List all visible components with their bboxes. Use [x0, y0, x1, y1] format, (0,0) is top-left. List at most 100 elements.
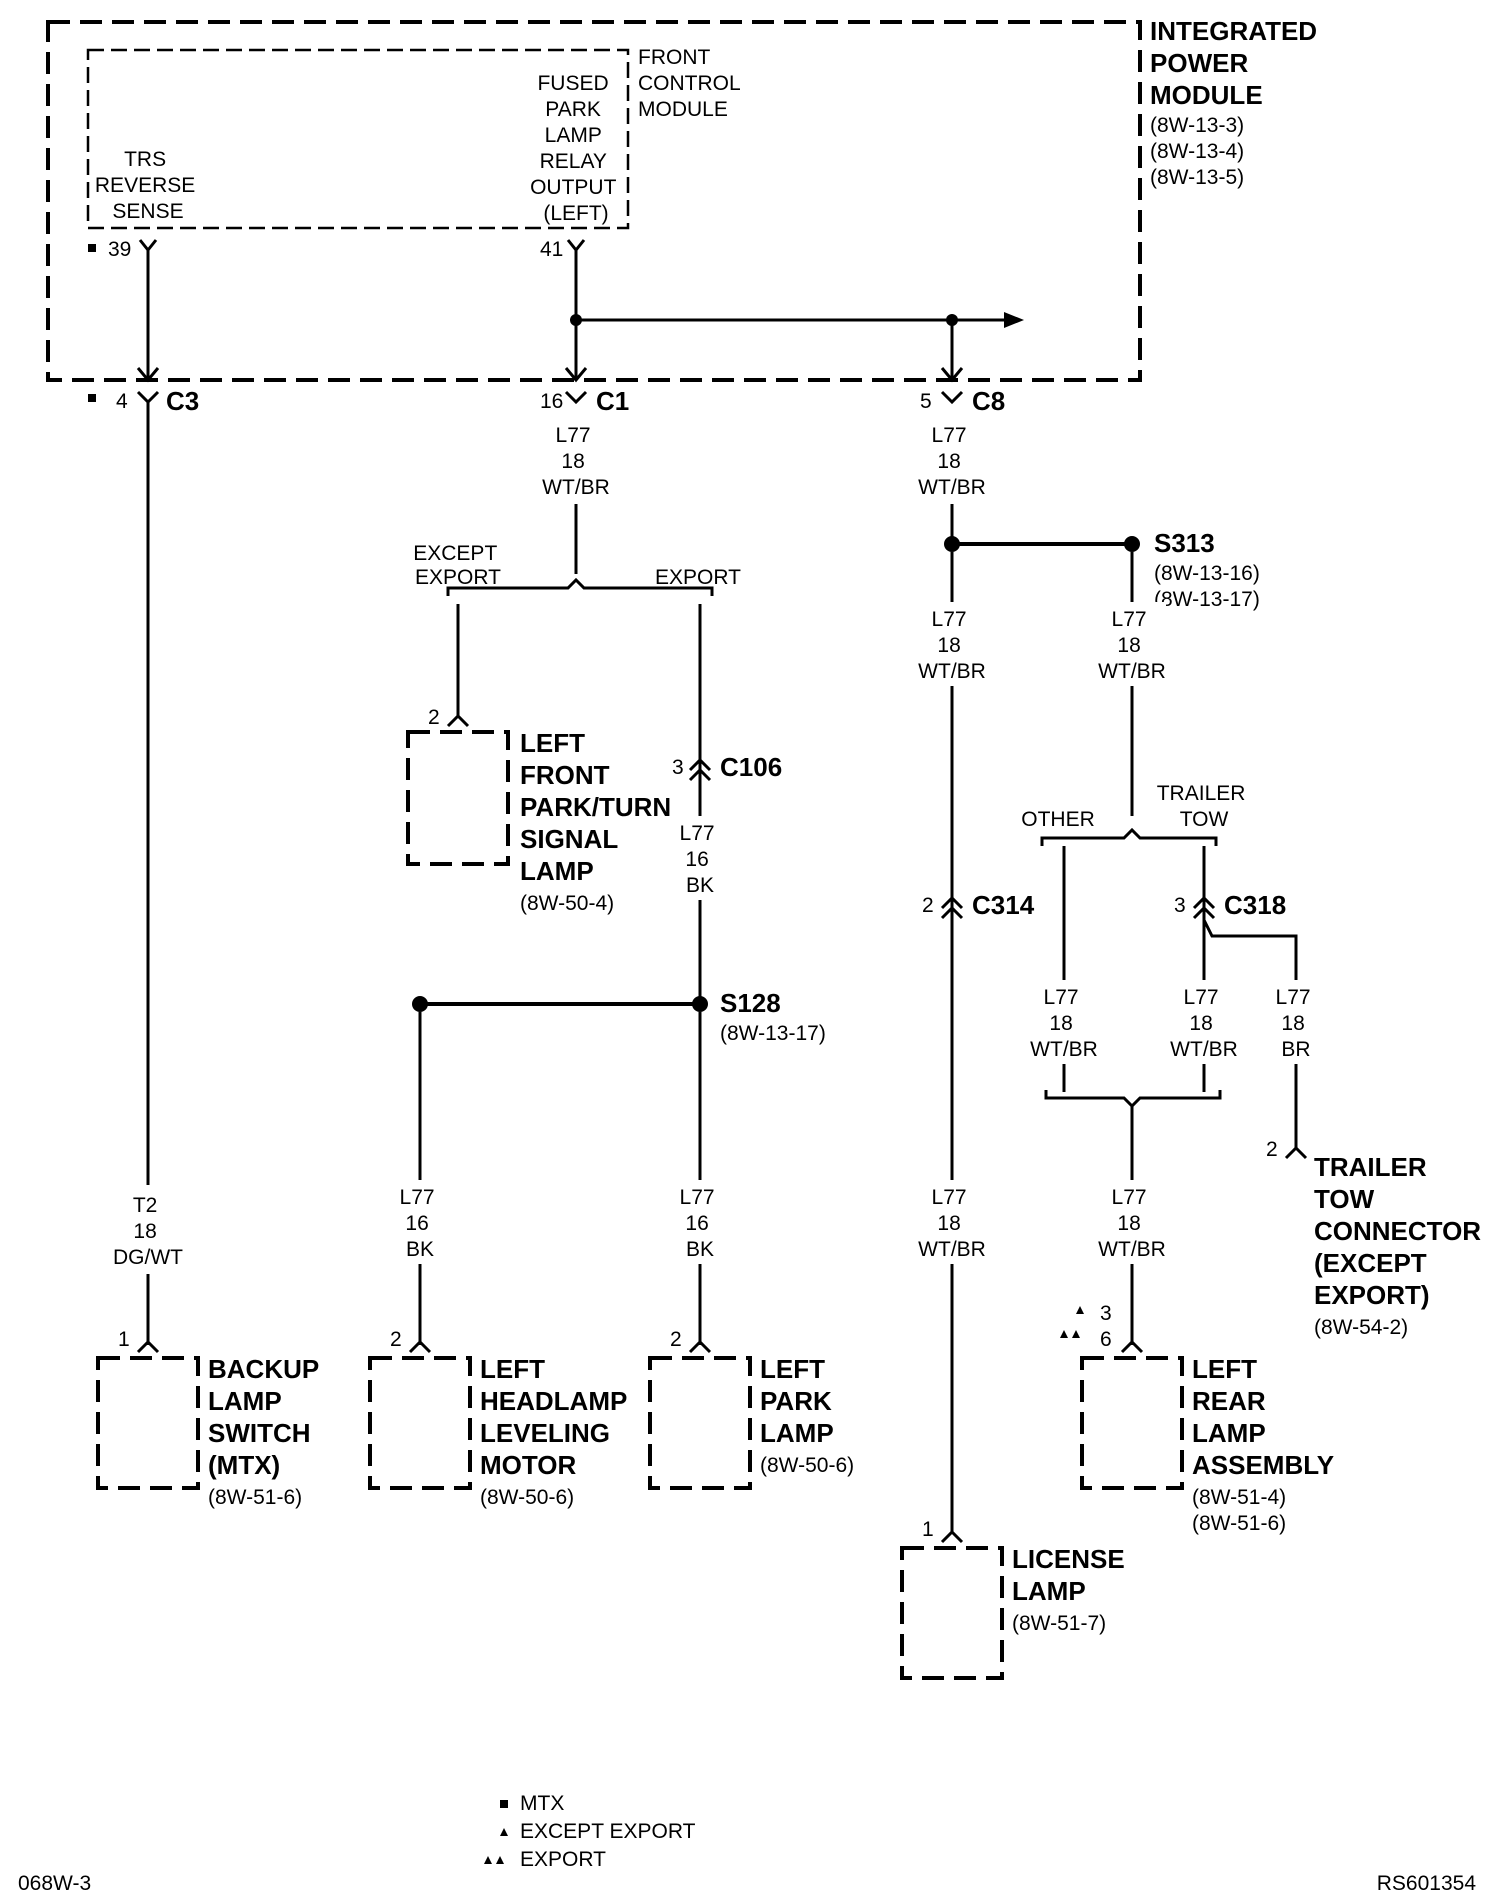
- c1-connector: [564, 390, 588, 405]
- wire-label-br: L77 18 BR: [1276, 986, 1317, 1061]
- mtx-square-marker-c3: [88, 394, 96, 402]
- park-pin: 2: [670, 1328, 682, 1351]
- mtx-square-marker: [88, 244, 96, 252]
- arrow-trs: [136, 367, 160, 383]
- rear-connector: [1120, 1339, 1144, 1354]
- legend-export: EXPORT: [520, 1848, 606, 1871]
- tow-wire-label-bg: [1170, 980, 1238, 1064]
- c106-wire-label-bg: [682, 816, 718, 900]
- trailer-tow-connector-name: TRAILER TOW CONNECTOR (EXCEPT EXPORT): [1314, 1152, 1488, 1310]
- legend-double-triangle-b: [496, 1856, 504, 1864]
- branch-bracket-export: [446, 577, 714, 596]
- license-wire-label-bg: [918, 602, 986, 686]
- triangle-marker-single: [1076, 1306, 1084, 1314]
- br-wire-label-bg: [1270, 980, 1322, 1064]
- wire-label-rear: L77 18 WT/BR: [1098, 1186, 1166, 1261]
- front-park-connector: [446, 713, 470, 728]
- triangle-marker-double-b: [1072, 1330, 1080, 1338]
- c8-label: C8: [972, 386, 1005, 416]
- park-lamp-box: [648, 1356, 752, 1490]
- legend-except-export: EXCEPT EXPORT: [520, 1820, 696, 1843]
- legend-triangle: [500, 1828, 508, 1836]
- footer-left-code: 068W-3: [18, 1872, 91, 1895]
- headlamp-leveling-motor-box: [368, 1356, 472, 1490]
- fcm-title: FRONT CONTROL MODULE: [638, 46, 746, 121]
- wire-label-headlamp: L77 16 BK: [400, 1186, 441, 1261]
- rear-pin-6: 6: [1100, 1328, 1112, 1351]
- integrated-power-module-box: [46, 20, 1142, 382]
- headlamp-wire-label-bg: [396, 1180, 444, 1264]
- wire-label-c1out: L77 18 WT/BR: [542, 424, 610, 499]
- module-title: INTEGRATED POWER MODULE: [1150, 16, 1324, 110]
- s313-refs: (8W-13-16) (8W-13-17): [1154, 562, 1266, 611]
- c106-pin: 3: [672, 756, 684, 779]
- c318-pin: 3: [1174, 894, 1186, 917]
- pin-41: 41: [540, 238, 563, 261]
- license-lamp-box: [900, 1546, 1004, 1680]
- legend-double-triangle-a: [484, 1856, 492, 1864]
- wire-label-park: L77 16 BK: [680, 1186, 721, 1261]
- s313out-wire-label-bg: [1098, 602, 1166, 686]
- park-connector: [688, 1339, 712, 1354]
- t2-wire-label-bg: [110, 1190, 186, 1274]
- s128-ref: (8W-13-17): [720, 1022, 826, 1045]
- c106-label: C106: [720, 752, 782, 782]
- trailer-tow-connector-ref: (8W-54-2): [1314, 1316, 1408, 1339]
- park-wire-label-bg: [676, 1180, 724, 1264]
- wire-label-tow: L77 18 WT/BR: [1170, 986, 1238, 1061]
- pin-39-connector: [138, 239, 158, 253]
- footer-right-code: RS601354: [1377, 1872, 1477, 1895]
- wire-label-license2: L77 18 WT/BR: [918, 1186, 986, 1261]
- module-refs: (8W-13-3) (8W-13-4) (8W-13-5): [1150, 114, 1250, 189]
- rear-lamp-assembly-name: LEFT REAR LAMP ASSEMBLY: [1192, 1354, 1334, 1480]
- license-connector: [940, 1529, 964, 1544]
- front-park-turn-lamp-ref: (8W-50-4): [520, 892, 614, 915]
- branch-bracket-trailer: [1040, 827, 1218, 846]
- bus-arrow: [1004, 312, 1024, 328]
- s128-label: S128: [720, 988, 781, 1018]
- c318-connector: [1192, 895, 1216, 920]
- s313-label: S313: [1154, 528, 1215, 558]
- backup-lamp-switch-ref: (8W-51-6): [208, 1486, 302, 1509]
- c3-pin: 4: [116, 390, 128, 413]
- c314-label: C314: [972, 890, 1035, 920]
- c8-connector: [940, 390, 964, 405]
- wire-label-c8out: L77 18 WT/BR: [918, 424, 986, 499]
- backup-lamp-switch-name: BACKUP LAMP SWITCH (MTX): [208, 1354, 326, 1480]
- other-label: OTHER: [1021, 808, 1095, 831]
- except-export-label: EXCEPT EXPORT: [413, 542, 503, 589]
- c1-label: C1: [596, 386, 629, 416]
- park-lamp-ref: (8W-50-6): [760, 1454, 854, 1477]
- front-park-turn-lamp-name: LEFT FRONT PARK/TURN SIGNAL LAMP: [520, 728, 678, 886]
- backup-lamp-switch-box: [96, 1356, 200, 1490]
- front-control-module-box: [86, 48, 630, 230]
- arrow-c8: [940, 367, 964, 383]
- wire-label-c106out: L77 16 BK: [680, 822, 721, 897]
- headlamp-leveling-motor-name: LEFT HEADLAMP LEVELING MOTOR: [480, 1354, 634, 1480]
- merge-bracket: [1044, 1090, 1222, 1109]
- rear-wire-label-bg: [1098, 1180, 1166, 1264]
- wire-label-license: L77 18 WT/BR: [918, 608, 986, 683]
- headlamp-connector: [408, 1339, 432, 1354]
- front-park-turn-lamp-box: [406, 730, 510, 866]
- legend-mtx: MTX: [520, 1792, 564, 1815]
- pin-41-connector: [566, 239, 586, 253]
- headlamp-leveling-motor-ref: (8W-50-6): [480, 1486, 574, 1509]
- c8-pin: 5: [920, 390, 932, 413]
- license-lamp-name: LICENSE LAMP: [1012, 1544, 1132, 1606]
- rear-pin-3: 3: [1100, 1302, 1112, 1325]
- license-pin: 1: [922, 1518, 934, 1541]
- c106-connector: [688, 757, 712, 782]
- c1-pin: 16: [540, 390, 563, 413]
- headlamp-pin: 2: [390, 1328, 402, 1351]
- arrow-fused: [564, 367, 588, 383]
- license2-wire-label-bg: [918, 1180, 986, 1264]
- c3-label: C3: [166, 386, 199, 416]
- export-label: EXPORT: [655, 566, 741, 589]
- backup-pin: 1: [118, 1328, 130, 1351]
- backup-connector: [136, 1339, 160, 1354]
- license-lamp-ref: (8W-51-7): [1012, 1612, 1106, 1635]
- legend-square: [500, 1800, 508, 1808]
- rear-lamp-assembly-box: [1080, 1356, 1184, 1490]
